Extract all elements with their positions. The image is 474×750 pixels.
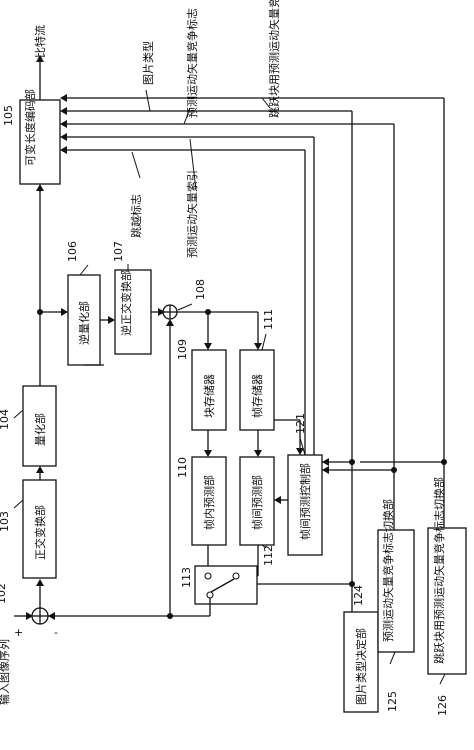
ref-102: 102 xyxy=(0,583,8,604)
picture-type-decision-box xyxy=(343,611,379,713)
switch-lever xyxy=(210,578,235,593)
block-memory-box xyxy=(191,349,227,431)
mvflag-arrow xyxy=(60,120,67,128)
frame-memory-label: 帧存储器 xyxy=(250,374,264,418)
to-frame-mem-arrow xyxy=(254,343,262,350)
invq-to-idct-arrow xyxy=(108,316,115,324)
ref-126-leader xyxy=(439,673,446,685)
pictype-leader xyxy=(145,89,151,112)
inter-pred-control-box xyxy=(287,454,323,556)
ref-103: 103 xyxy=(0,511,11,532)
ref-112: 112 xyxy=(262,545,275,566)
ref-106: 106 xyxy=(66,241,79,262)
ref-104: 104 xyxy=(0,409,11,430)
ref-103-leader xyxy=(13,499,24,509)
pred-to-sub-arrow xyxy=(48,612,55,620)
mvindex-arrow xyxy=(60,133,67,141)
input-sequence-label: 输入图像序列 xyxy=(0,639,11,705)
picture-type-decision-label: 图片类型决定部 xyxy=(354,628,368,705)
quantize-box xyxy=(22,385,57,467)
ref-126: 126 xyxy=(436,695,449,716)
skip-flag-annotation: 跳越标志 xyxy=(129,194,143,238)
inter-prediction-label: 帧间预测部 xyxy=(250,475,264,530)
sub-to-dct-arrow xyxy=(36,579,44,586)
vlc-label: 可变长度编码部 xyxy=(23,89,37,166)
mv-flag-annotation: 预测运动矢量竞争标志 xyxy=(185,8,199,118)
fm-to-inter-arrow xyxy=(254,450,262,457)
ref-105: 105 xyxy=(2,105,15,126)
ref-109: 109 xyxy=(176,339,189,360)
ref-104-leader xyxy=(13,409,24,419)
minus-sign: - xyxy=(54,626,58,639)
skip-mv-annotation: 跳跃块用预测运动矢量竞争标志 xyxy=(267,0,281,118)
switch-contact-intra xyxy=(204,572,212,580)
input-arrowhead xyxy=(26,612,33,620)
pictype-dot-1 xyxy=(349,581,355,587)
skip-flag-switch-box xyxy=(427,527,467,675)
switch-common xyxy=(206,591,214,599)
dct-label: 正交变换部 xyxy=(33,505,47,560)
quantize-label: 量化部 xyxy=(33,413,47,446)
vlc-box xyxy=(19,99,61,185)
ref-121-leader xyxy=(299,437,306,456)
inter-prediction-box xyxy=(239,456,275,546)
ref-108: 108 xyxy=(194,279,207,300)
pred-branch-dot xyxy=(167,613,173,619)
mv-index-annotation-1: 预测运动矢量索引 xyxy=(185,170,199,258)
ref-108-leader xyxy=(177,303,193,311)
skip-flag-leader xyxy=(131,151,141,179)
skipflag-arrow xyxy=(60,146,67,154)
intra-prediction-label: 帧内预测部 xyxy=(202,475,216,530)
pictype-to-ctrl-arrow xyxy=(322,458,329,466)
skip-flag-switch-label-1: 跳跃块用预测运动矢量竞争标志切换部 xyxy=(432,477,446,664)
bitstream-arrow xyxy=(36,55,44,62)
dct-box xyxy=(22,479,57,579)
ref-113: 113 xyxy=(180,567,193,588)
block-memory-label: 块存储器 xyxy=(202,374,216,418)
pictype-arrow xyxy=(60,107,67,115)
dct-to-quant-arrow xyxy=(36,466,44,473)
idct-to-adder-arrow xyxy=(158,308,165,316)
ref-124: 124 xyxy=(352,585,365,606)
ref-112-leader xyxy=(261,544,267,549)
ref-125: 125 xyxy=(386,691,399,712)
ref-111: 111 xyxy=(262,309,275,330)
fm-to-ctrl-arrow xyxy=(296,448,304,455)
picture-type-annotation: 图片类型 xyxy=(141,41,155,85)
bm-to-intra-arrow xyxy=(204,450,212,457)
to-block-mem-arrow xyxy=(204,343,212,350)
mv-flag-switch-label-1: 预测运动矢量竞争标志切换部 xyxy=(381,499,395,642)
ref-110: 110 xyxy=(176,457,189,478)
to-invquant-arrow xyxy=(61,308,68,316)
skipmv-leader xyxy=(261,97,271,109)
ctrl-to-inter-arrow xyxy=(274,496,281,504)
inverse-quantize-box xyxy=(67,274,101,366)
mvflag-dot xyxy=(391,467,397,473)
mvflag-leader xyxy=(183,107,191,125)
skipmv-arrow xyxy=(60,94,67,102)
mv-flag-switch-box xyxy=(377,529,415,653)
inverse-dct-label-1: 逆正交变换部 xyxy=(119,270,133,336)
ref-111-leader xyxy=(261,333,267,351)
ref-125-leader xyxy=(389,651,396,665)
intra-prediction-box xyxy=(191,456,227,546)
frame-memory-box xyxy=(239,349,275,431)
pictype-dot-2 xyxy=(349,459,355,465)
skipmv-dot xyxy=(441,459,447,465)
inter-pred-control-label: 帧间预测控制部 xyxy=(298,463,312,540)
inverse-quantize-label: 逆量化部 xyxy=(77,301,91,345)
mvflag-to-ctrl-arrow xyxy=(322,466,329,474)
ref-106-leader xyxy=(79,264,89,276)
quant-to-vlc-arrow xyxy=(36,184,44,191)
inverse-dct-box xyxy=(114,269,152,355)
switch-contact-inter xyxy=(232,572,240,580)
plus-sign: + xyxy=(14,626,23,639)
bitstream-label: 比特流 xyxy=(33,25,47,58)
mv-index-leader xyxy=(189,138,197,191)
pred-to-adder-arrow xyxy=(166,319,174,326)
switch-box xyxy=(194,565,258,605)
ref-107: 107 xyxy=(112,241,125,262)
